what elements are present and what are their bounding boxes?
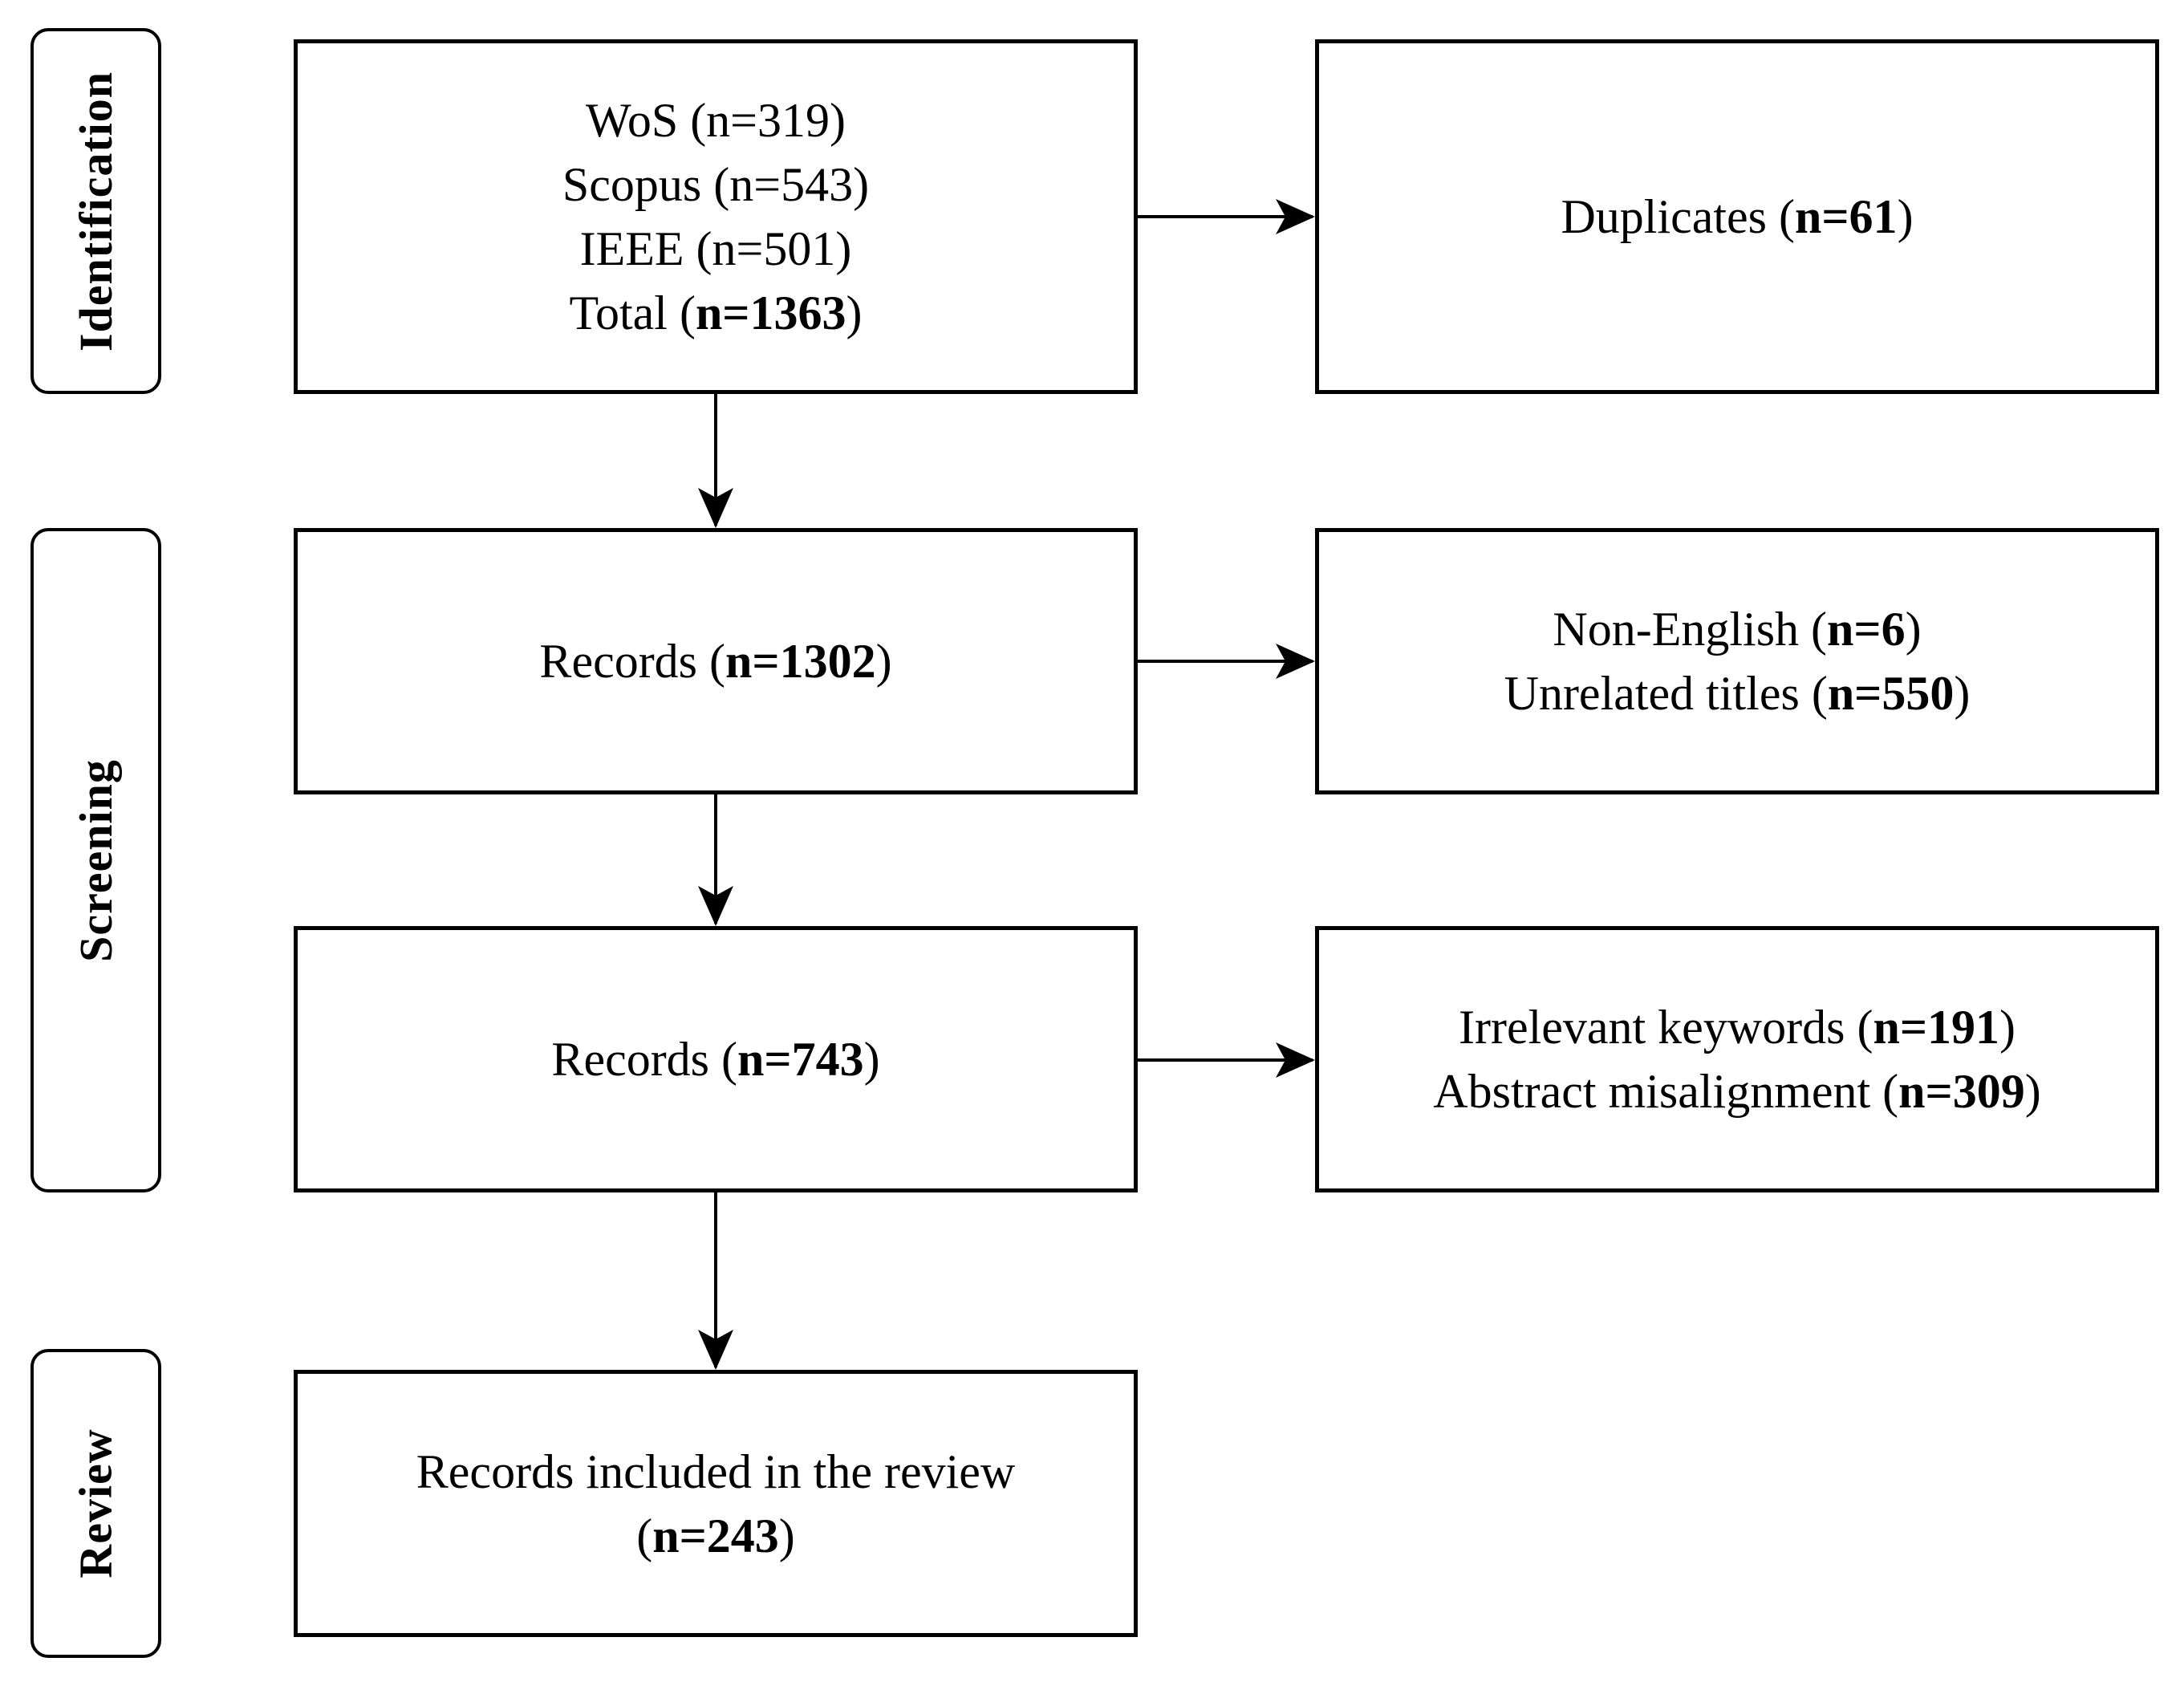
excluded-titles-box: Non-English (n=6)Unrelated titles (n=550… <box>1315 528 2159 794</box>
label-text: Records included in the review <box>416 1444 1016 1498</box>
count-value: n=243 <box>652 1509 779 1562</box>
count-value: n=6 <box>1827 603 1906 656</box>
records-1302-box: Records (n=1302) <box>294 528 1138 794</box>
count-value: n=1302 <box>725 635 876 688</box>
records-743-box: Records (n=743) <box>294 926 1138 1192</box>
box-text-line: Records included in the review <box>416 1440 1015 1504</box>
arrowhead-icon <box>698 886 733 926</box>
label-text: Unrelated titles ( <box>1504 667 1828 720</box>
label-text: ) <box>1897 190 1914 243</box>
arrowhead-icon <box>1276 199 1315 234</box>
label-text: ) <box>846 286 863 339</box>
stage-identification: Identification <box>30 28 161 394</box>
label-text: Records ( <box>539 635 726 688</box>
box-text-line: Scopus (n=543) <box>562 152 869 217</box>
count-value: n=743 <box>737 1033 864 1086</box>
box-text-line: Duplicates (n=61) <box>1561 185 1913 249</box>
count-value: n=550 <box>1827 667 1955 720</box>
arrowhead-icon <box>698 1330 733 1370</box>
count-value: n=191 <box>1873 1001 2000 1054</box>
label-text: ( <box>636 1509 653 1562</box>
included-box: Records included in the review (n=243) <box>294 1370 1138 1637</box>
box-text-line: Total (n=1363) <box>570 281 863 345</box>
box-text-line: Records (n=743) <box>551 1027 879 1091</box>
arrowhead-icon <box>1276 1042 1315 1078</box>
label-text: ) <box>1954 667 1971 720</box>
box-text-line: Non-English (n=6) <box>1553 597 1921 661</box>
box-text-line: WoS (n=319) <box>586 88 846 152</box>
identification-box: WoS (n=319) Scopus (n=543) IEEE (n=501) Tot… <box>294 39 1138 394</box>
count-value: n=1363 <box>695 286 846 339</box>
label-text: ) <box>1999 1001 2016 1054</box>
count-value: n=309 <box>1898 1065 2025 1118</box>
label-text: WoS (n=319) <box>586 94 846 147</box>
box-text-line: Records (n=1302) <box>539 629 891 693</box>
label-text: Scopus (n=543) <box>562 158 870 211</box>
label-text: IEEE (n=501) <box>579 222 852 275</box>
label-text: Total ( <box>569 286 696 339</box>
count-value: n=61 <box>1795 190 1898 243</box>
label-text: Irrelevant keywords ( <box>1459 1001 1873 1054</box>
box-text-line: Unrelated titles (n=550) <box>1504 661 1971 725</box>
label-text: ) <box>2024 1065 2041 1118</box>
stage-review: Review <box>30 1349 161 1658</box>
label-text: ) <box>875 635 892 688</box>
label-text: ) <box>1905 603 1922 656</box>
box-text-line: Abstract misalignment (n=309) <box>1433 1059 2040 1123</box>
stage-screening: Screening <box>30 528 161 1192</box>
label-text: ) <box>778 1509 795 1562</box>
arrowhead-icon <box>1276 644 1315 679</box>
box-text-line: IEEE (n=501) <box>580 217 852 281</box>
label-text: Duplicates ( <box>1561 190 1795 243</box>
duplicates-box: Duplicates (n=61) <box>1315 39 2159 394</box>
label-text: ) <box>863 1033 880 1086</box>
excluded-abstracts-box: Irrelevant keywords (n=191)Abstract misa… <box>1315 926 2159 1192</box>
label-text: Non-English ( <box>1553 603 1828 656</box>
arrowhead-icon <box>698 488 733 528</box>
box-text-line: Irrelevant keywords (n=191) <box>1459 995 2016 1059</box>
box-text-line: (n=243) <box>636 1504 795 1568</box>
label-text: Abstract misalignment ( <box>1433 1065 1899 1118</box>
label-text: Records ( <box>551 1033 738 1086</box>
